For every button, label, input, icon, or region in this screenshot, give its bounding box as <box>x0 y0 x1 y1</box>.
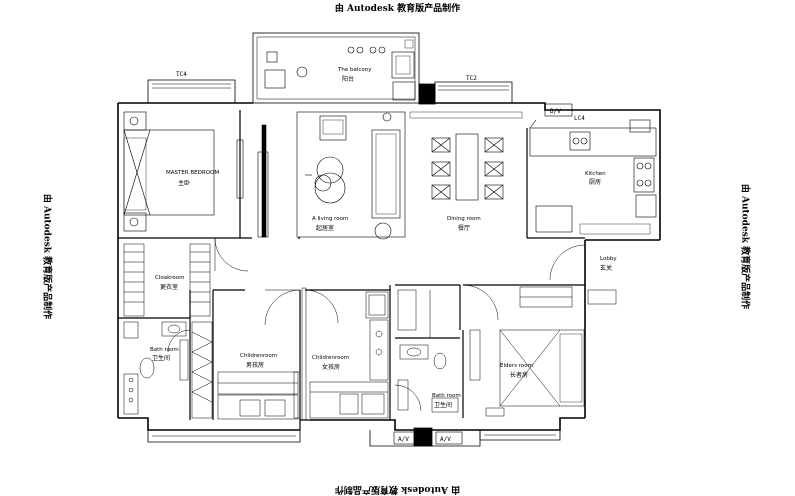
elders-room-furniture <box>469 286 585 417</box>
bath2-label-en: Bath room <box>432 393 461 399</box>
lobby-cabinet <box>587 289 617 305</box>
dining-label-en: Dining room <box>447 216 481 222</box>
room-labels: The balcony 阳台 MASTER BEDROOM 主卧 A livin… <box>150 67 617 409</box>
kitchen-label-zh: 厨房 <box>589 178 601 186</box>
childrenroom-1-furniture <box>191 321 301 420</box>
window-bay-tc4 <box>147 79 236 103</box>
door-swings <box>167 237 586 412</box>
balcony-outline <box>252 32 420 104</box>
child2-label-zh: 女孩房 <box>322 363 340 371</box>
bath2-label-zh: 卫生间 <box>434 401 452 409</box>
elders-label-en: Elders room <box>500 363 533 369</box>
tag-lc4: LC4 <box>574 115 585 122</box>
balcony-label-zh: 阳台 <box>342 75 354 83</box>
living-room-furniture <box>296 111 406 240</box>
bath1-label-zh: 卫生间 <box>152 354 170 362</box>
balcony-furniture <box>264 39 416 101</box>
tag-av-2: A/V <box>440 436 451 443</box>
tag-tc4: TC4 <box>176 71 187 78</box>
dining-furniture <box>409 111 523 201</box>
master-label-en: MASTER BEDROOM <box>166 170 219 176</box>
child1-label-en: Childrenroom <box>240 353 277 359</box>
exterior-walls <box>117 32 661 447</box>
tag-labels: TC4 TC2 LC4 D/V A/V A/V <box>176 71 585 443</box>
kitchen-label-en: Kitchen <box>585 171 606 177</box>
living-label-en: A living room <box>312 216 348 222</box>
tag-tc2: TC2 <box>466 75 477 82</box>
bath-room-2-fixtures <box>397 289 459 413</box>
living-label-zh: 起居室 <box>316 224 334 232</box>
child2-label-en: Childrenroom <box>312 355 349 361</box>
tag-av-1: A/V <box>398 436 409 443</box>
bath-room-1-fixtures <box>123 321 189 415</box>
structural-column-top <box>418 83 436 105</box>
master-bedroom-furniture <box>123 111 269 238</box>
kitchen-fixtures <box>529 119 657 235</box>
tag-dv: D/V <box>550 108 561 115</box>
cloakroom-label-en: Cloakroom <box>155 275 185 281</box>
bath1-label-en: Bath room <box>150 347 179 353</box>
dining-label-zh: 餐厅 <box>458 224 470 232</box>
master-label-zh: 主卧 <box>178 179 190 187</box>
elders-label-zh: 长者房 <box>510 371 528 379</box>
cloakroom-fixtures <box>123 243 211 317</box>
interior-walls <box>118 110 585 420</box>
child1-label-zh: 男孩房 <box>246 361 264 369</box>
balcony-label-en: The balcony <box>337 67 372 73</box>
window-tc2 <box>434 81 513 103</box>
watermark-top: 由 Autodesk 教育版产品制作 <box>334 4 461 14</box>
structural-column-bottom <box>413 427 433 447</box>
cloakroom-label-zh: 更衣室 <box>160 283 178 291</box>
lobby-label-zh: 玄关 <box>600 264 612 272</box>
tag-boxes <box>393 103 573 445</box>
childrenroom-2-furniture <box>301 287 389 421</box>
lobby-label-en: Lobby <box>600 256 617 262</box>
